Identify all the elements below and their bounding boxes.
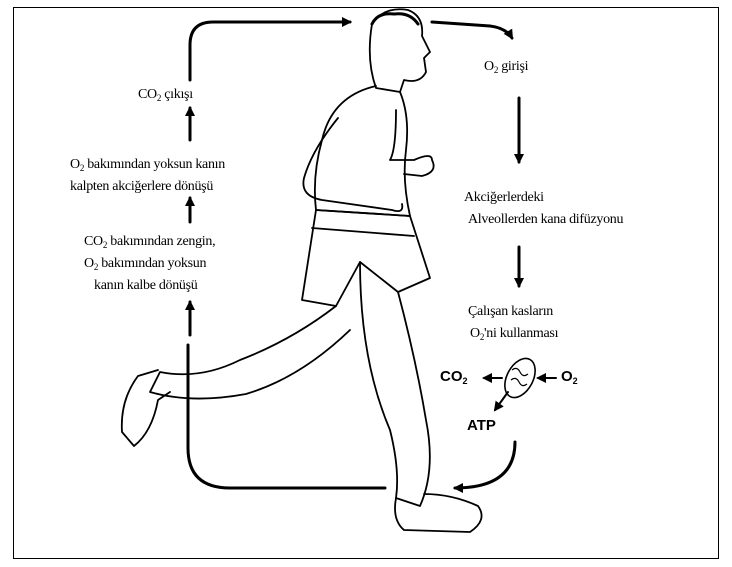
arrow-to-head <box>190 22 350 80</box>
label-o2-entry: O2 girişi <box>484 59 528 78</box>
label-muscle-usage: Çalışan kasların <box>468 304 553 320</box>
label-alveolar-diffusion-line2: Alveollerden kana difüzyonu <box>468 212 623 228</box>
label-mito-co2: CO2 <box>440 369 468 389</box>
runner-torso <box>315 86 410 216</box>
label-co2-rich-return-line3: kanın kalbe dönüşü <box>94 278 197 294</box>
label-co2-rich-return: CO2 bakımından zengin, <box>84 234 215 253</box>
arrow-from-head <box>432 22 512 38</box>
front-shoe <box>395 494 482 532</box>
label-o2-poor-return: O2 bakımından yoksun kanın <box>70 157 225 176</box>
label-atp: ATP <box>467 418 496 434</box>
arrow-mito-atp <box>495 392 508 410</box>
label-mito-o2: O2 <box>561 369 578 389</box>
arrow-atp-to-foot <box>455 442 515 488</box>
label-muscle-usage-line2: O2'ni kullanması <box>470 326 558 345</box>
label-alveolar-diffusion: Akciğerlerdeki <box>464 190 544 206</box>
back-shoe <box>122 370 170 446</box>
runner-shorts <box>302 210 430 306</box>
runner-head <box>370 9 430 92</box>
label-co2-exit: CO2 çıkışı <box>138 87 193 106</box>
label-o2-poor-return-line2: kalpten akciğerlere dönüşü <box>70 179 213 195</box>
label-co2-rich-return-line2: O2 bakımından yoksun <box>84 256 206 275</box>
arrow-bottom-loop <box>188 345 385 488</box>
